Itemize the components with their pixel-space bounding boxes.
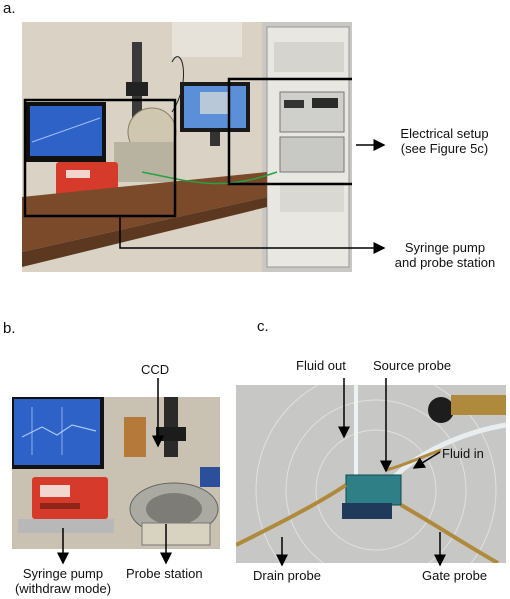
fluid-in-label: Fluid in — [442, 446, 484, 461]
syringe-pump-callout: Syringe pump and probe station — [386, 240, 504, 270]
syringe-pump-callout-line1: Syringe pump — [404, 240, 486, 255]
panel-b-photo — [12, 397, 220, 549]
probe-station-label: Probe station — [126, 566, 203, 581]
syringe-pump-withdraw-line2: (withdraw mode) — [14, 581, 112, 596]
source-probe-label: Source probe — [373, 358, 452, 373]
electrical-setup-line2: (see Figure 5c) — [400, 141, 489, 156]
syringe-pump-callout-line2: and probe station — [394, 255, 496, 270]
panel-c-photo — [236, 385, 506, 563]
panel-c-label: c. — [257, 318, 269, 335]
panel-b-label: b. — [3, 320, 16, 337]
panel-a-label: a. — [3, 0, 16, 17]
gate-probe-label: Gate probe — [422, 568, 488, 583]
electrical-setup-callout: Electrical setup (see Figure 5c) — [387, 126, 502, 156]
drain-probe-label: Drain probe — [253, 568, 321, 583]
fluid-out-label: Fluid out — [296, 358, 346, 373]
electrical-setup-line1: Electrical setup — [400, 126, 489, 141]
syringe-pump-withdraw-line1: Syringe pump — [22, 566, 104, 581]
syringe-pump-withdraw-label: Syringe pump (withdraw mode) — [4, 566, 122, 596]
panel-a-photo — [22, 22, 352, 272]
ccd-label: CCD — [141, 362, 170, 377]
